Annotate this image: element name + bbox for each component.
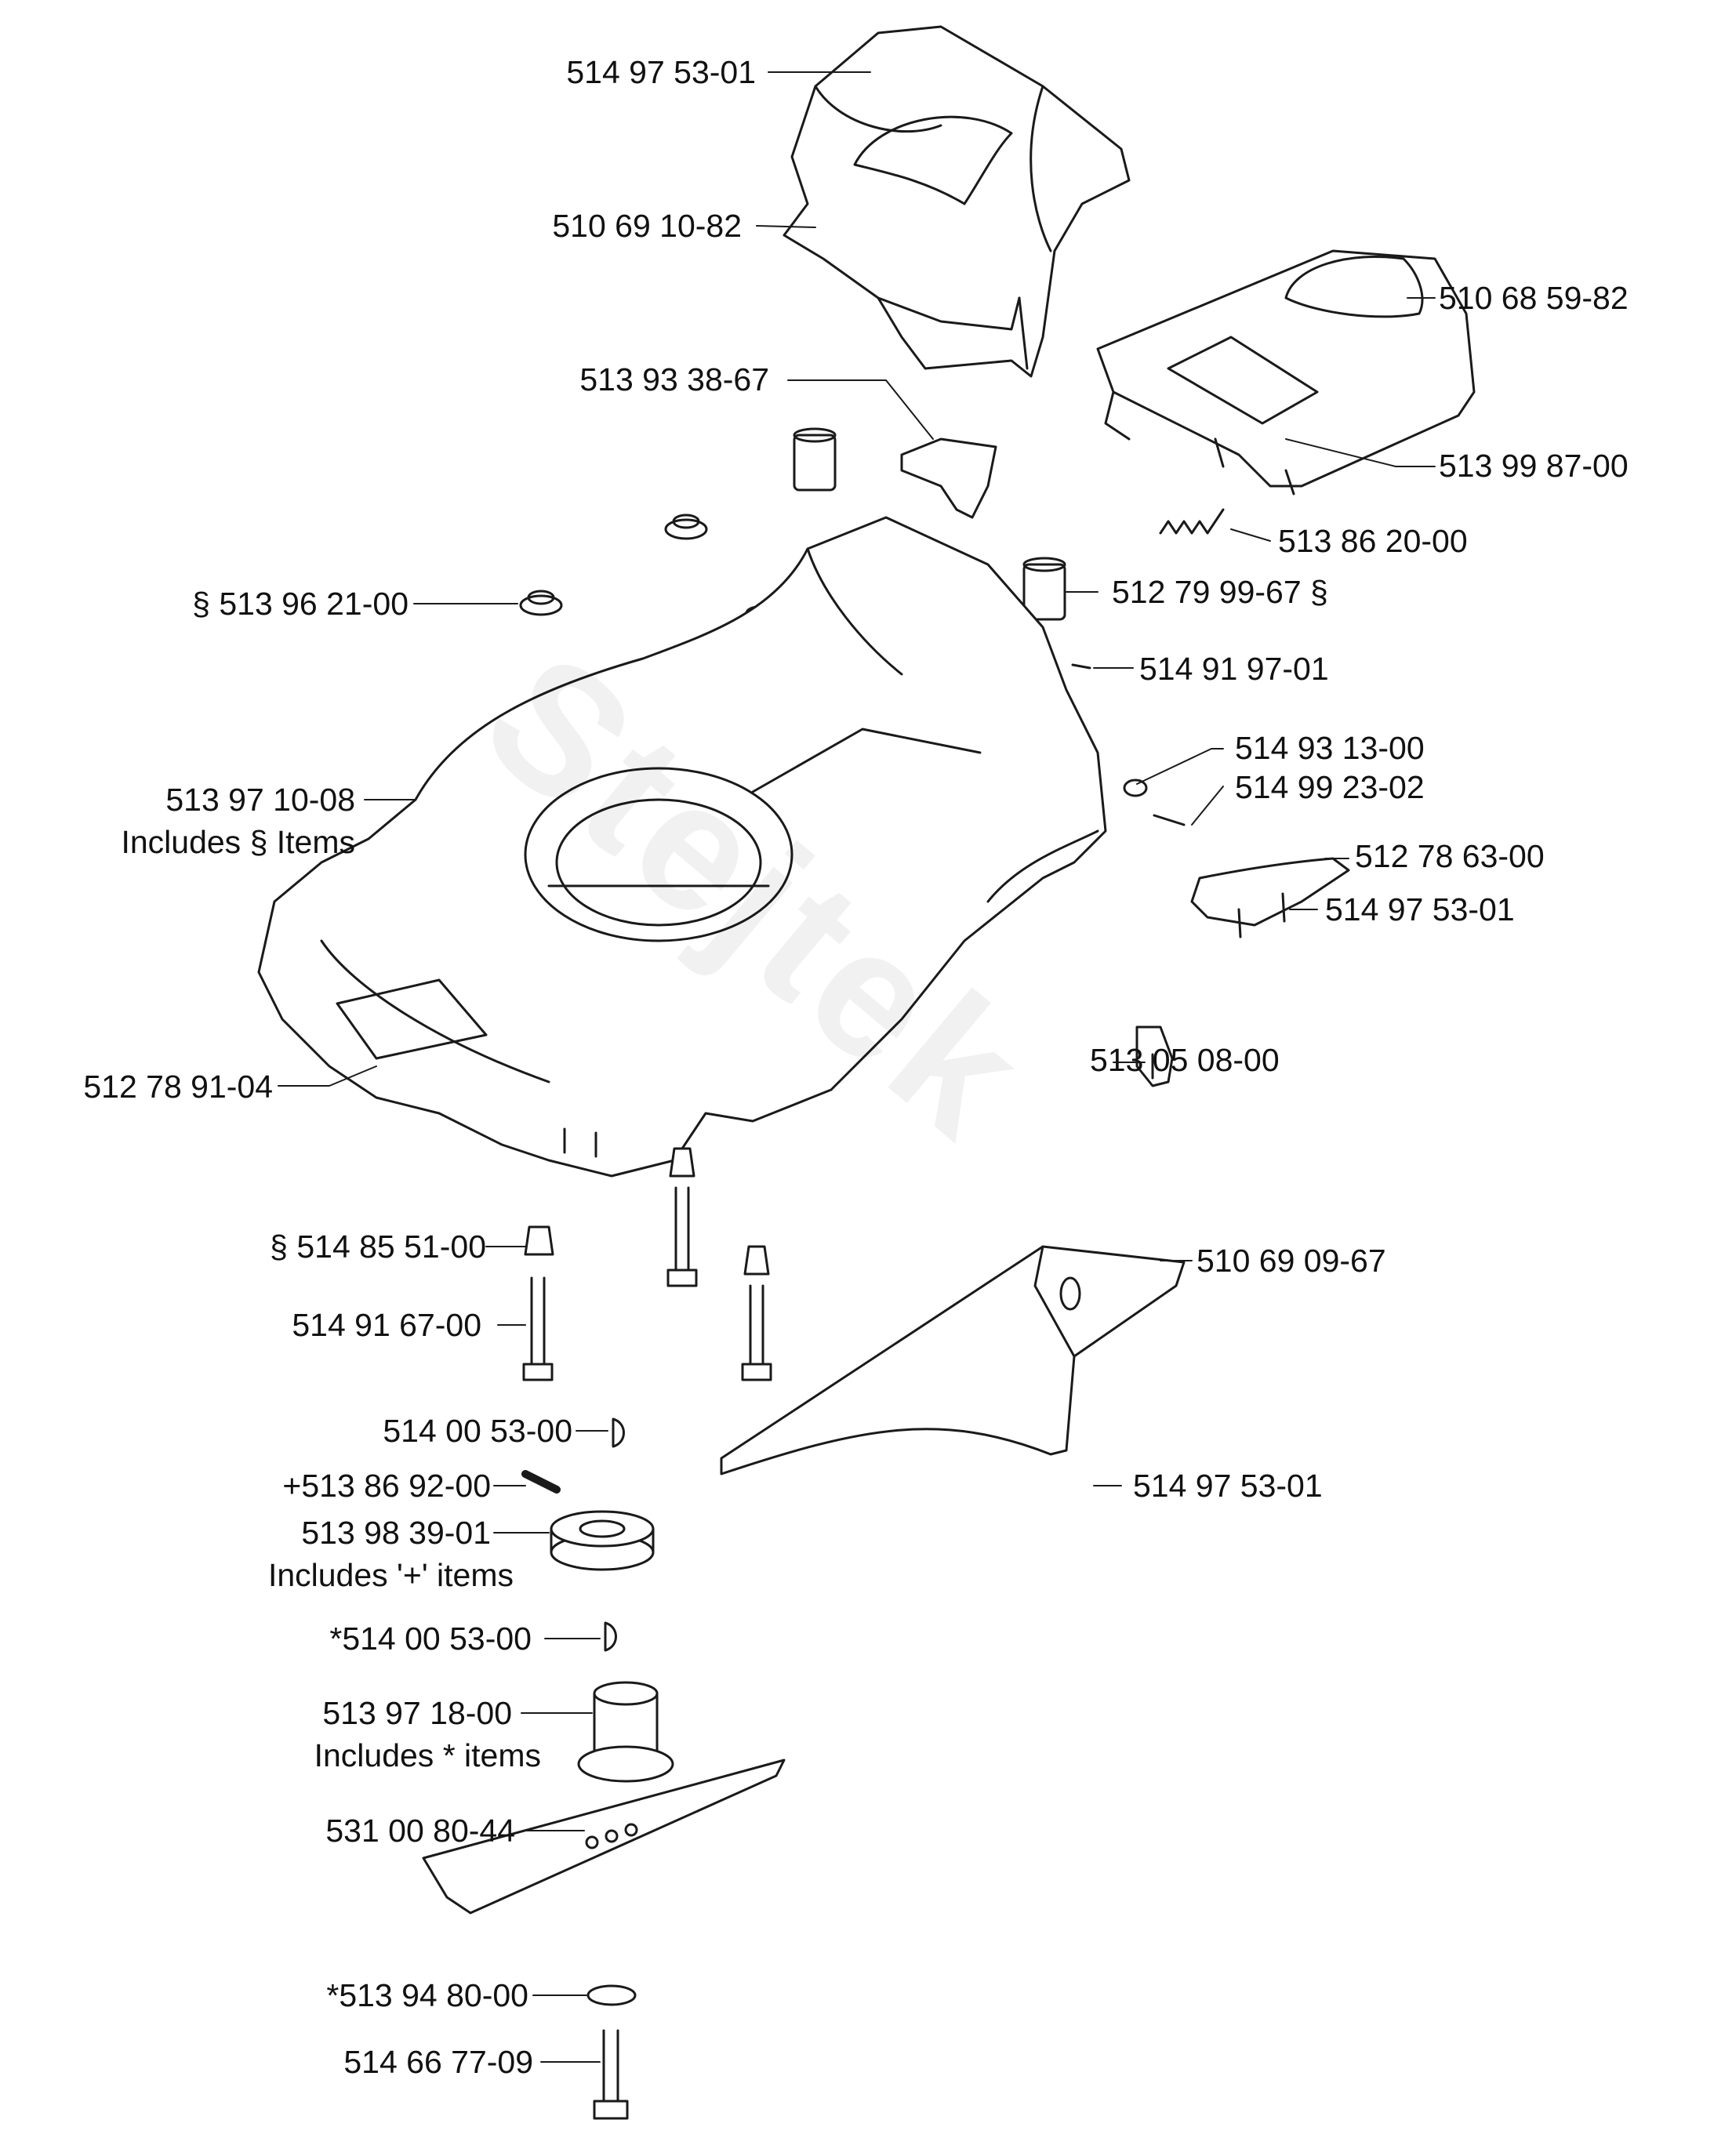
part-label: 510 69 10-82 <box>552 208 742 244</box>
part-label-note: Includes '+' items <box>267 1557 514 1593</box>
part-label: 512 79 99-67 § <box>1112 574 1328 610</box>
part-label: 513 98 39-01 <box>301 1515 491 1551</box>
part-label-note: Includes § Items <box>121 824 355 860</box>
part-label: 514 97 53-01 <box>566 54 756 90</box>
part-label: *513 94 80-00 <box>326 1977 528 2013</box>
part-label: 531 00 80-44 <box>325 1813 515 1849</box>
part-label: § 513 96 21-00 <box>192 586 409 622</box>
part-label: 513 86 20-00 <box>1278 523 1468 559</box>
part-label: 514 91 67-00 <box>292 1307 481 1343</box>
part-label: 512 78 91-04 <box>83 1069 273 1105</box>
part-label: 512 78 63-00 <box>1355 838 1545 874</box>
mower-deck-part <box>257 516 1107 1178</box>
bushing-parts <box>519 514 781 632</box>
part-label: 513 93 38-67 <box>579 361 769 397</box>
part-label: *514 00 53-00 <box>329 1621 532 1657</box>
part-label: 514 99 23-02 <box>1235 769 1425 805</box>
part-label: +513 86 92-00 <box>282 1468 491 1504</box>
rear-cover-part <box>783 25 1131 378</box>
part-label-note: Includes * items <box>314 1737 541 1773</box>
part-label: 514 00 53-00 <box>383 1413 572 1449</box>
adapter-bolt-parts <box>522 1147 772 1381</box>
drive-stack-parts <box>422 1417 786 2120</box>
part-label: 510 69 09-67 <box>1197 1243 1386 1279</box>
right-small-parts <box>1071 663 1350 1087</box>
part-label: 514 66 77-09 <box>343 2044 533 2080</box>
part-label: 514 93 13-00 <box>1235 730 1425 766</box>
flap-part <box>900 437 997 519</box>
blade-guard-part <box>720 1245 1186 1475</box>
part-label: 513 99 87-00 <box>1439 448 1629 484</box>
leader-lines <box>278 71 1436 2063</box>
part-label: § 514 85 51-00 <box>270 1229 486 1265</box>
cover-lid-part <box>1096 249 1476 495</box>
part-label: 513 05 08-00 <box>1090 1042 1280 1078</box>
part-label: 514 97 53-01 <box>1325 891 1515 927</box>
part-label: 514 91 97-01 <box>1139 651 1329 687</box>
sleeve-parts <box>793 427 1066 621</box>
part-label: 513 97 18-00 <box>322 1695 512 1731</box>
part-label: 513 97 10-08 <box>165 782 355 818</box>
part-label: 514 97 53-01 <box>1133 1468 1323 1504</box>
spring-part <box>1159 508 1225 535</box>
part-label: 510 68 59-82 <box>1439 280 1629 316</box>
